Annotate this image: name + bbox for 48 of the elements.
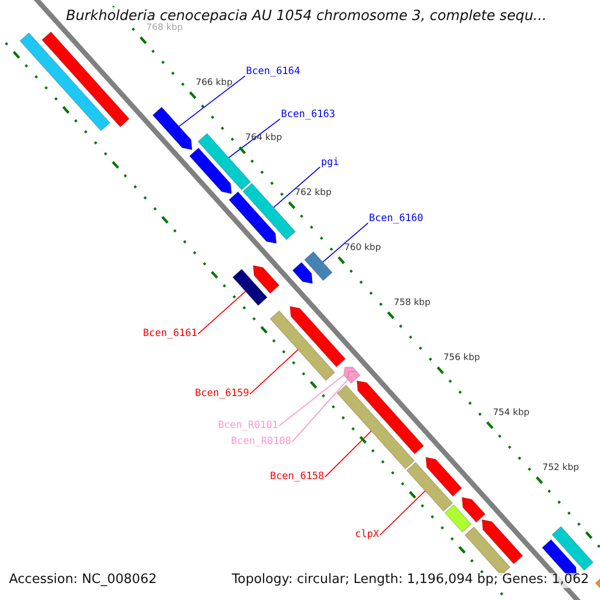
gene-feature: [406, 462, 454, 512]
gene-label: Bcen_6161: [143, 328, 198, 340]
leader-line: [380, 490, 426, 536]
gene-label: Bcen_R0100: [231, 436, 292, 448]
gene-feature: [304, 251, 333, 282]
scale-label: 758 kbp: [394, 298, 430, 309]
gene-feature: [41, 31, 130, 128]
scale-label: 754 kbp: [492, 408, 530, 419]
gene-feature: [290, 306, 346, 368]
leader-line: [322, 222, 368, 263]
scale-label: 756 kbp: [443, 353, 480, 364]
gene-feature: [189, 147, 232, 194]
gene-feature: [152, 106, 192, 150]
scale-label: 762 kbp: [294, 188, 332, 199]
gene-label: Bcen_6164: [246, 66, 300, 78]
gene-feature: [232, 268, 268, 306]
leader-line: [178, 76, 246, 127]
gene-feature: [444, 504, 472, 533]
leader-line: [250, 349, 298, 394]
leader-line: [324, 430, 372, 478]
leader-line: [292, 379, 348, 442]
scale-label: 752 kbp: [542, 463, 580, 474]
gene-feature: [356, 380, 424, 454]
leader-line: [198, 290, 246, 334]
gene-feature: [462, 496, 486, 523]
scale-label: 760 kbp: [344, 243, 381, 254]
scale-label: 768 kbp: [146, 23, 183, 34]
gene-label: Bcen_6163: [281, 109, 336, 120]
gene-feature: [292, 262, 313, 284]
gene-label: Bcen_6160: [369, 213, 424, 224]
leader-line: [228, 118, 280, 158]
gene-label: clpX: [355, 529, 380, 540]
gene-feature: [336, 384, 415, 470]
gene-label: Bcen_R0101: [218, 420, 278, 432]
gene-feature: [19, 32, 110, 132]
leader-line: [278, 374, 344, 426]
gene-feature: [270, 310, 336, 382]
gene-feature: [482, 519, 524, 564]
gene-feature: [228, 191, 277, 244]
gene-feature: [242, 182, 296, 240]
leader-line: [273, 166, 320, 208]
gene-label: Bcen_6158: [270, 471, 324, 482]
gene-label: Bcen_6159: [195, 388, 250, 400]
scale-label: 766 kbp: [196, 78, 232, 89]
gene-feature: [552, 526, 594, 571]
gene-feature: [425, 456, 462, 497]
gene-feature: [252, 265, 280, 294]
gene-label: pgi: [321, 157, 340, 168]
